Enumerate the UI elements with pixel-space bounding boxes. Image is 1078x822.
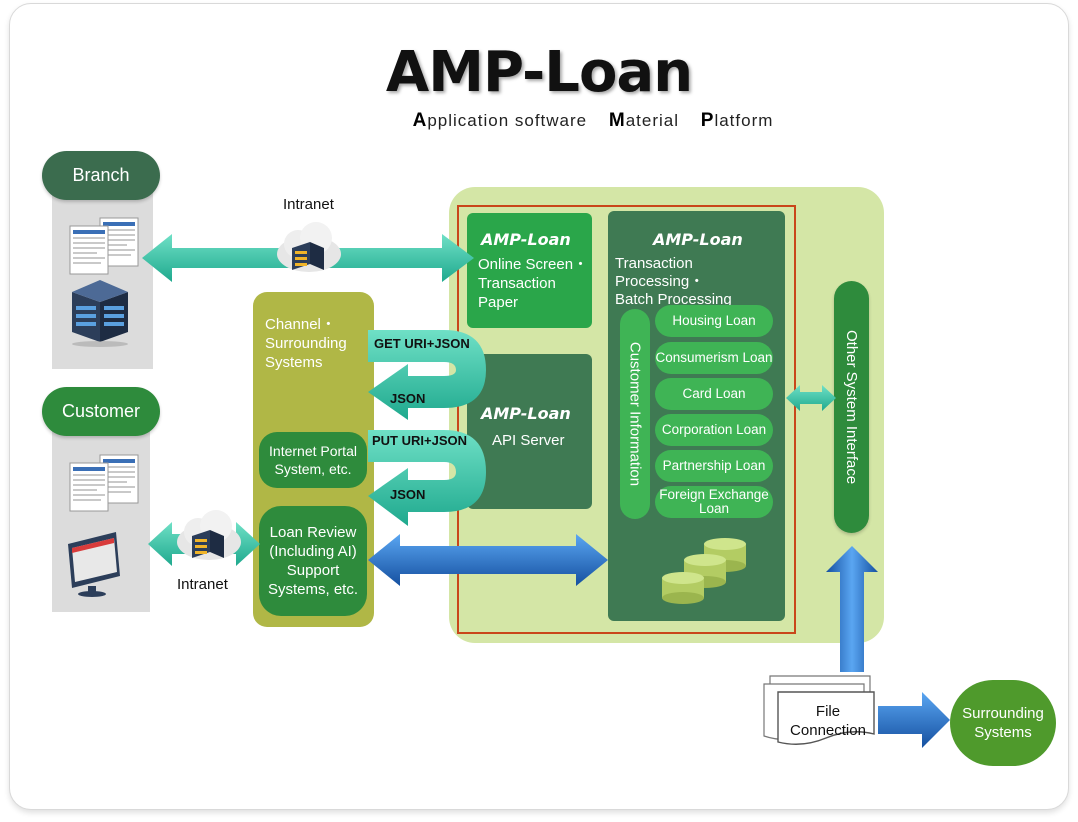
intranet-label-bottom: Intranet [177,576,228,593]
online-screen-box: AMP-Loan Online Screen・ Transaction Pape… [467,213,592,328]
json-response-label-1: JSON [390,391,426,406]
page-subtitle: Application software Material Platform [0,110,1078,132]
online-screen-label: Online Screen・ Transaction Paper [478,256,589,311]
channel-title: Channel・ Surrounding Systems [265,316,347,371]
subtitle-initial-m: M [608,110,626,131]
customer-label: Customer [42,387,160,436]
loan-item-consumerism: Consumerism Loan [655,342,773,374]
internet-portal-box: Internet Portal System, etc. [259,432,367,488]
subtitle-initial-a: A [412,110,428,131]
amp-loan-logo: AMP-Loan [481,230,571,249]
intranet-label-top: Intranet [283,196,334,213]
amp-loan-logo: AMP-Loan [653,230,743,249]
api-server-label: API Server [492,432,565,449]
loan-review-box: Loan Review (Including AI) Support Syste… [259,506,367,616]
loan-item-housing: Housing Loan [655,305,773,337]
loan-item-corporation: Corporation Loan [655,414,773,446]
monitor-icon [68,532,120,597]
subtitle-word-platform: latform [714,111,774,130]
loan-item-partnership: Partnership Loan [655,450,773,482]
json-response-label-2: JSON [390,487,426,502]
page-title: AMP-Loan [385,40,693,105]
other-system-interface-pill: Other System Interface [834,281,869,533]
branch-label: Branch [42,151,160,200]
customer-information-pill: Customer Information [620,309,650,519]
get-uri-json-label: GET URI+JSON [374,336,470,351]
arrow-file-up [826,546,878,672]
database-icon [662,538,746,604]
customer-information-label: Customer Information [626,341,644,487]
building-icon [72,280,128,347]
document-icon [69,217,139,275]
document-icon [69,454,139,512]
arrow-get-json-loop [368,330,486,420]
cloud-server-icon [177,510,241,560]
loan-item-card: Card Loan [655,378,773,410]
subtitle-word-application: pplication software [427,111,588,130]
api-server-box: AMP-Loan API Server [467,354,592,509]
transaction-processing-label: Transaction Processing・ Batch Processing [615,255,732,308]
arrow-file-right [878,692,950,748]
cloud-server-icon [277,222,341,272]
file-connection-label: File Connection [790,703,866,739]
loan-item-foreign-exchange: Foreign Exchange Loan [655,486,773,518]
subtitle-word-material: aterial [625,111,680,130]
file-stack-icon [763,675,875,745]
core-boundary [457,205,796,634]
arrow-review-core [368,534,608,586]
surrounding-systems-node: Surrounding Systems [950,680,1056,766]
arrow-put-json-loop [368,430,486,526]
other-system-interface-label: Other System Interface [843,329,860,485]
put-uri-json-label: PUT URI+JSON [372,433,467,448]
arrow-core-interface [786,385,836,411]
subtitle-initial-p: P [700,110,715,131]
amp-loan-logo: AMP-Loan [481,404,571,423]
